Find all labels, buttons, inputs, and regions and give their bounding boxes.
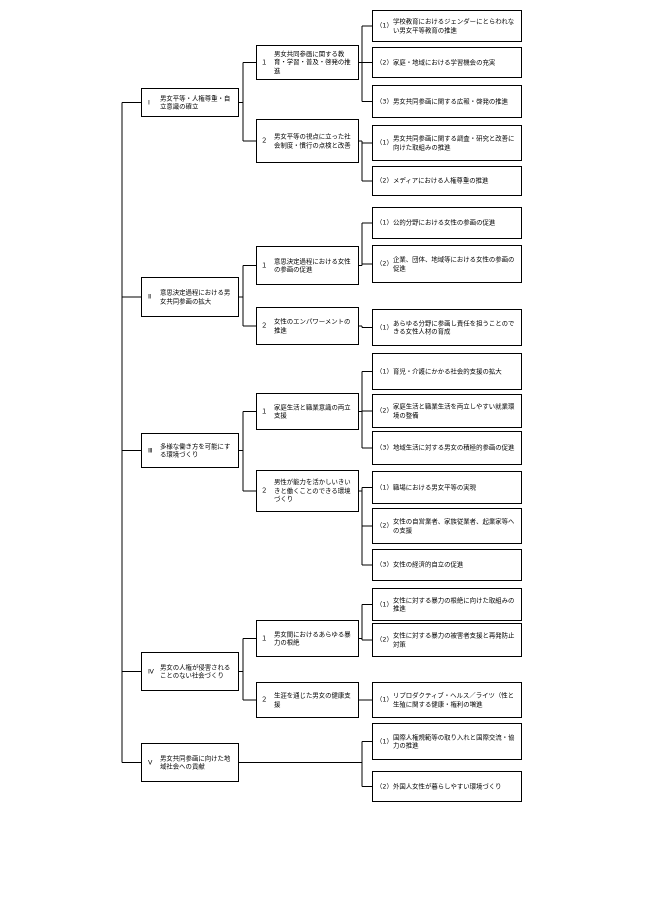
measure-box: （1）国際人権規範等の取り入れと国際交流・協力の推進 <box>372 723 522 760</box>
measure-box: （1）女性に対する暴力の根絶に向けた取組みの推進 <box>372 588 522 621</box>
goal-number: Ⅳ <box>148 667 154 676</box>
measure-title: 地域生活に対する男女の積極的参画の促進 <box>393 443 515 452</box>
measure-box: （2）外国人女性が暮らしやすい環境づくり <box>372 771 522 802</box>
measure-box: （3）女性の経済的自立の促進 <box>372 549 522 581</box>
area-box: ２ 男性が能力を活かしいきいきと働くことのできる環境づくり <box>256 470 359 512</box>
measure-number: （2） <box>376 259 393 268</box>
measure-box: （2）女性の自営業者、家族従業者、起業家等への支援 <box>372 508 522 544</box>
measure-box: （2）メディアにおける人権尊重の推進 <box>372 166 522 196</box>
measure-number: （2） <box>376 521 393 530</box>
measure-number: （3） <box>376 97 393 106</box>
goal-box: Ⅰ 男女平等・人権尊重・自立意識の確立 <box>141 88 239 117</box>
measure-number: （1） <box>376 218 393 227</box>
measure-title: 男女共同参画に関する広報・啓発の推進 <box>393 97 509 106</box>
measure-title: 公的分野における女性の参画の促進 <box>393 218 496 227</box>
area-number: １ <box>261 407 268 416</box>
measure-title: 女性に対する暴力の被害者支援と再発防止対策 <box>393 631 515 648</box>
measure-title: 育児・介護にかかる社会的支援の拡大 <box>393 367 502 376</box>
area-title: 生涯を通じた男女の健康支援 <box>274 691 351 708</box>
area-title: 家庭生活と職業意識の両立支援 <box>274 402 351 420</box>
area-box: １ 男女共同参画に関する教育・学習・普及・啓発の推進 <box>256 45 359 80</box>
goal-number: Ⅱ <box>148 292 152 301</box>
goal-number: Ⅲ <box>148 446 153 455</box>
measure-title: 女性の経済的自立の促進 <box>393 560 464 569</box>
area-title: 男女間におけるあらゆる暴力の根絶 <box>274 629 351 647</box>
measure-box: （2）企業、団体、地域等における女性の参画の促進 <box>372 245 522 283</box>
measure-number: （1） <box>376 367 393 376</box>
area-title: 男女平等の視点に立った社会制度・慣行の点検と改善 <box>274 132 351 149</box>
measure-box: （1）育児・介護にかかる社会的支援の拡大 <box>372 353 522 390</box>
area-number: ２ <box>261 695 268 704</box>
goal-number: Ⅰ <box>148 98 150 107</box>
measure-number: （2） <box>376 782 393 791</box>
measure-number: （1） <box>376 138 393 147</box>
measure-number: （2） <box>376 58 393 67</box>
measure-number: （3） <box>376 443 393 452</box>
measure-box: （2）家庭・地域における学習機会の充実 <box>372 47 522 78</box>
measure-number: （2） <box>376 176 393 185</box>
area-number: ２ <box>261 136 268 145</box>
area-number: ２ <box>261 486 268 495</box>
area-number: １ <box>261 261 268 270</box>
measure-title: 外国人女性が暮らしやすい環境づくり <box>393 782 502 791</box>
measure-box: （2）家庭生活と職業生活を両立しやすい就業環境の整備 <box>372 394 522 428</box>
measure-title: 国際人権規範等の取り入れと国際交流・協力の推進 <box>393 732 515 750</box>
area-number: ２ <box>261 321 268 330</box>
area-title: 意思決定過程における女性の参画の促進 <box>274 256 351 274</box>
area-title: 女性のエンパワーメントの推進 <box>274 317 351 334</box>
area-number: １ <box>261 634 268 643</box>
measure-box: （1）男女共同参画に関する調査・研究と改善に向けた取組みの推進 <box>372 125 522 161</box>
measure-box: （1）学校教育におけるジェンダーにとらわれない男女平等教育の推進 <box>372 10 522 42</box>
goal-title: 男女平等・人権尊重・自立意識の確立 <box>160 93 231 111</box>
measure-number: （1） <box>376 695 393 704</box>
goal-box: Ⅱ 意思決定過程における男女共同参画の拡大 <box>141 277 239 317</box>
measure-number: （1） <box>376 323 393 332</box>
measure-title: 学校教育におけるジェンダーにとらわれない男女平等教育の推進 <box>393 17 515 34</box>
measure-number: （1） <box>376 21 393 30</box>
area-number: １ <box>261 58 268 67</box>
measure-title: 女性の自営業者、家族従業者、起業家等への支援 <box>393 517 515 534</box>
measure-title: 企業、団体、地域等における女性の参画の促進 <box>393 255 515 272</box>
measure-title: 女性に対する暴力の根絶に向けた取組みの推進 <box>393 595 515 613</box>
goal-title: 男女共同参画に向けた地域社会への貢献 <box>160 753 231 771</box>
area-title: 男女共同参画に関する教育・学習・普及・啓発の推進 <box>274 49 351 75</box>
measure-title: メディアにおける人権尊重の推進 <box>393 176 489 185</box>
measure-title: 家庭・地域における学習機会の充実 <box>393 58 496 67</box>
area-title: 男性が能力を活かしいきいきと働くことのできる環境づくり <box>274 478 351 504</box>
goal-box: Ⅲ 多様な働き方を可能にする環境づくり <box>141 433 239 468</box>
measure-number: （1） <box>376 483 393 492</box>
measure-box: （1）公的分野における女性の参画の促進 <box>372 207 522 239</box>
measure-box: （3）男女共同参画に関する広報・啓発の推進 <box>372 85 522 118</box>
measure-box: （1）リプロダクティブ・ヘルス／ライツ（性と生殖に関する健康・権利の増進 <box>372 682 522 718</box>
goal-title: 意思決定過程における男女共同参画の拡大 <box>160 288 231 305</box>
measure-title: あらゆる分野に参画し責任を担うことのできる女性人材の育成 <box>393 318 515 336</box>
measure-title: 男女共同参画に関する調査・研究と改善に向けた取組みの推進 <box>393 134 515 151</box>
goal-number: Ⅴ <box>148 758 153 767</box>
measure-box: （2）女性に対する暴力の被害者支援と再発防止対策 <box>372 623 522 657</box>
measure-title: 家庭生活と職業生活を両立しやすい就業環境の整備 <box>393 402 515 419</box>
measure-number: （1） <box>376 737 393 746</box>
measure-box: （1）職場における男女平等の実現 <box>372 471 522 504</box>
measure-number: （2） <box>376 406 393 415</box>
measure-title: リプロダクティブ・ヘルス／ライツ（性と生殖に関する健康・権利の増進 <box>393 691 515 708</box>
area-box: １ 意思決定過程における女性の参画の促進 <box>256 246 359 285</box>
area-box: １ 男女間におけるあらゆる暴力の根絶 <box>256 620 359 657</box>
measure-number: （1） <box>376 600 393 609</box>
goal-box: Ⅴ 男女共同参画に向けた地域社会への貢献 <box>141 743 239 782</box>
measure-number: （3） <box>376 560 393 569</box>
measure-title: 職場における男女平等の実現 <box>393 483 477 492</box>
area-box: ２ 女性のエンパワーメントの推進 <box>256 307 359 345</box>
goal-title: 多様な働き方を可能にする環境づくり <box>160 441 231 459</box>
measure-number: （2） <box>376 635 393 644</box>
area-box: １ 家庭生活と職業意識の両立支援 <box>256 393 359 430</box>
measure-box: （3）地域生活に対する男女の積極的参画の促進 <box>372 431 522 465</box>
area-box: ２ 生涯を通じた男女の健康支援 <box>256 682 359 718</box>
area-box: ２ 男女平等の視点に立った社会制度・慣行の点検と改善 <box>256 119 359 163</box>
goal-title: 男女の人権が侵害されることのない社会づくり <box>160 662 231 680</box>
goal-box: Ⅳ 男女の人権が侵害されることのない社会づくり <box>141 652 239 691</box>
measure-box: （1）あらゆる分野に参画し責任を担うことのできる女性人材の育成 <box>372 309 522 346</box>
